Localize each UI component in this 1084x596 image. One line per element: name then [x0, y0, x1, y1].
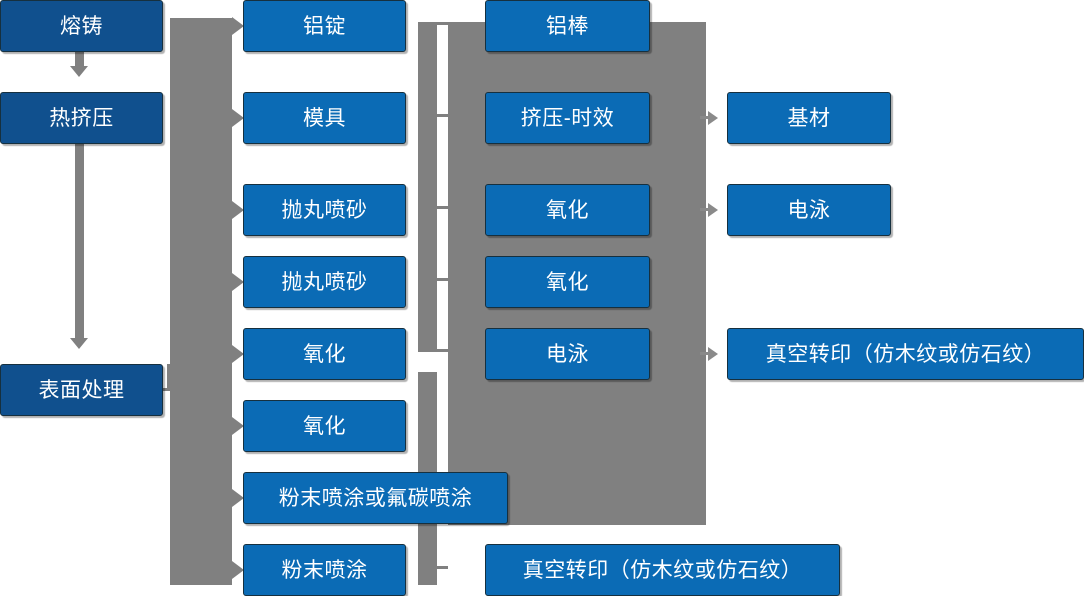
thin-arrow-to-c4-2: [708, 347, 718, 361]
node-powder-coating[interactable]: 粉末喷涂: [243, 544, 406, 596]
grey-tick-c2-7: [437, 566, 448, 569]
node-extrusion-aging[interactable]: 挤压-时效: [485, 92, 650, 144]
node-powder-coating-label: 粉末喷涂: [281, 558, 368, 582]
node-vacuum-transfer-print-c4[interactable]: 真空转印（仿木纹或仿石纹）: [727, 328, 1084, 380]
grey-connector-bar-a: [418, 22, 437, 352]
node-aluminum-ingot[interactable]: 铝锭: [243, 0, 406, 52]
grey-arrow-to-c2-7: [232, 561, 244, 579]
grey-tick-c2-3: [437, 278, 448, 281]
connector-surface-corner: [167, 364, 171, 391]
grey-arrow-to-c2-0: [232, 17, 244, 35]
stage-hot-extrude[interactable]: 热挤压: [0, 92, 163, 144]
grey-arrow-to-c2-2: [232, 201, 244, 219]
thin-stem-to-c4-2: [700, 352, 714, 355]
node-oxidation-c3-2[interactable]: 氧化: [485, 256, 650, 308]
node-powder-or-fluorocarbon-coating-label: 粉末喷涂或氟碳喷涂: [278, 486, 473, 510]
node-electrophoresis-c4[interactable]: 电泳: [727, 184, 891, 236]
grey-tick-c2-4: [437, 349, 448, 352]
node-aluminum-ingot-label: 铝锭: [303, 14, 346, 38]
node-shot-blasting-1-label: 抛丸喷砂: [281, 198, 368, 222]
node-shot-blasting-1[interactable]: 抛丸喷砂: [243, 184, 406, 236]
grey-stem-melt-down: [75, 52, 84, 68]
node-mold-label: 模具: [303, 106, 346, 130]
grey-tick-c2-0: [437, 22, 448, 25]
grey-tick-c2-2: [437, 206, 448, 209]
stage-hot-extrude-label: 热挤压: [49, 106, 114, 130]
grey-down-arrow-melt-to-extrude: [70, 66, 88, 77]
thin-stem-to-c4-0: [700, 116, 714, 119]
node-mold[interactable]: 模具: [243, 92, 406, 144]
thin-arrow-to-c4-1: [708, 203, 718, 217]
node-powder-or-fluorocarbon-coating[interactable]: 粉末喷涂或氟碳喷涂: [243, 472, 508, 524]
grey-down-arrow-extrude-to-surface: [70, 338, 88, 349]
grey-tick-c2-1: [437, 114, 448, 117]
node-aluminum-rod[interactable]: 铝棒: [485, 0, 650, 52]
node-electrophoresis-c3-label: 电泳: [546, 342, 589, 366]
stage-melt-cast-label: 熔铸: [60, 14, 103, 38]
node-oxidation-c2-1[interactable]: 氧化: [243, 328, 406, 380]
thin-stem-to-c4-1: [700, 208, 714, 211]
node-electrophoresis-c4-label: 电泳: [787, 198, 831, 222]
node-oxidation-c2-1-label: 氧化: [303, 342, 346, 366]
node-vacuum-transfer-print-c4-label: 真空转印（仿木纹或仿石纹）: [765, 342, 1046, 366]
node-aluminum-rod-label: 铝棒: [546, 14, 589, 38]
grey-flow-band-left: [170, 18, 232, 585]
grey-arrow-to-c2-5: [232, 417, 244, 435]
node-oxidation-c2-2[interactable]: 氧化: [243, 400, 406, 452]
grey-arrow-to-c2-6: [232, 489, 244, 507]
node-extrusion-aging-label: 挤压-时效: [520, 106, 615, 130]
stage-surface-treatment-label: 表面处理: [38, 378, 125, 402]
node-oxidation-c3-1[interactable]: 氧化: [485, 184, 650, 236]
grey-stem-extrude-down: [75, 144, 84, 340]
stage-surface-treatment[interactable]: 表面处理: [0, 364, 163, 416]
grey-arrow-to-c2-4: [232, 345, 244, 363]
grey-arrow-to-c2-3: [232, 273, 244, 291]
grey-arrow-to-c2-1: [232, 109, 244, 127]
stage-melt-cast[interactable]: 熔铸: [0, 0, 163, 52]
node-base-material-label: 基材: [787, 106, 831, 130]
node-oxidation-c3-2-label: 氧化: [546, 270, 589, 294]
node-oxidation-c2-2-label: 氧化: [303, 414, 346, 438]
node-base-material[interactable]: 基材: [727, 92, 891, 144]
node-vacuum-transfer-print-c3-label: 真空转印（仿木纹或仿石纹）: [522, 558, 803, 582]
node-vacuum-transfer-print-c3[interactable]: 真空转印（仿木纹或仿石纹）: [485, 544, 840, 596]
node-shot-blasting-2[interactable]: 抛丸喷砂: [243, 256, 406, 308]
node-shot-blasting-2-label: 抛丸喷砂: [281, 270, 368, 294]
node-oxidation-c3-1-label: 氧化: [546, 198, 589, 222]
thin-arrow-to-c4-0: [708, 111, 718, 125]
node-electrophoresis-c3[interactable]: 电泳: [485, 328, 650, 380]
connector-surface-to-band: [163, 388, 181, 391]
